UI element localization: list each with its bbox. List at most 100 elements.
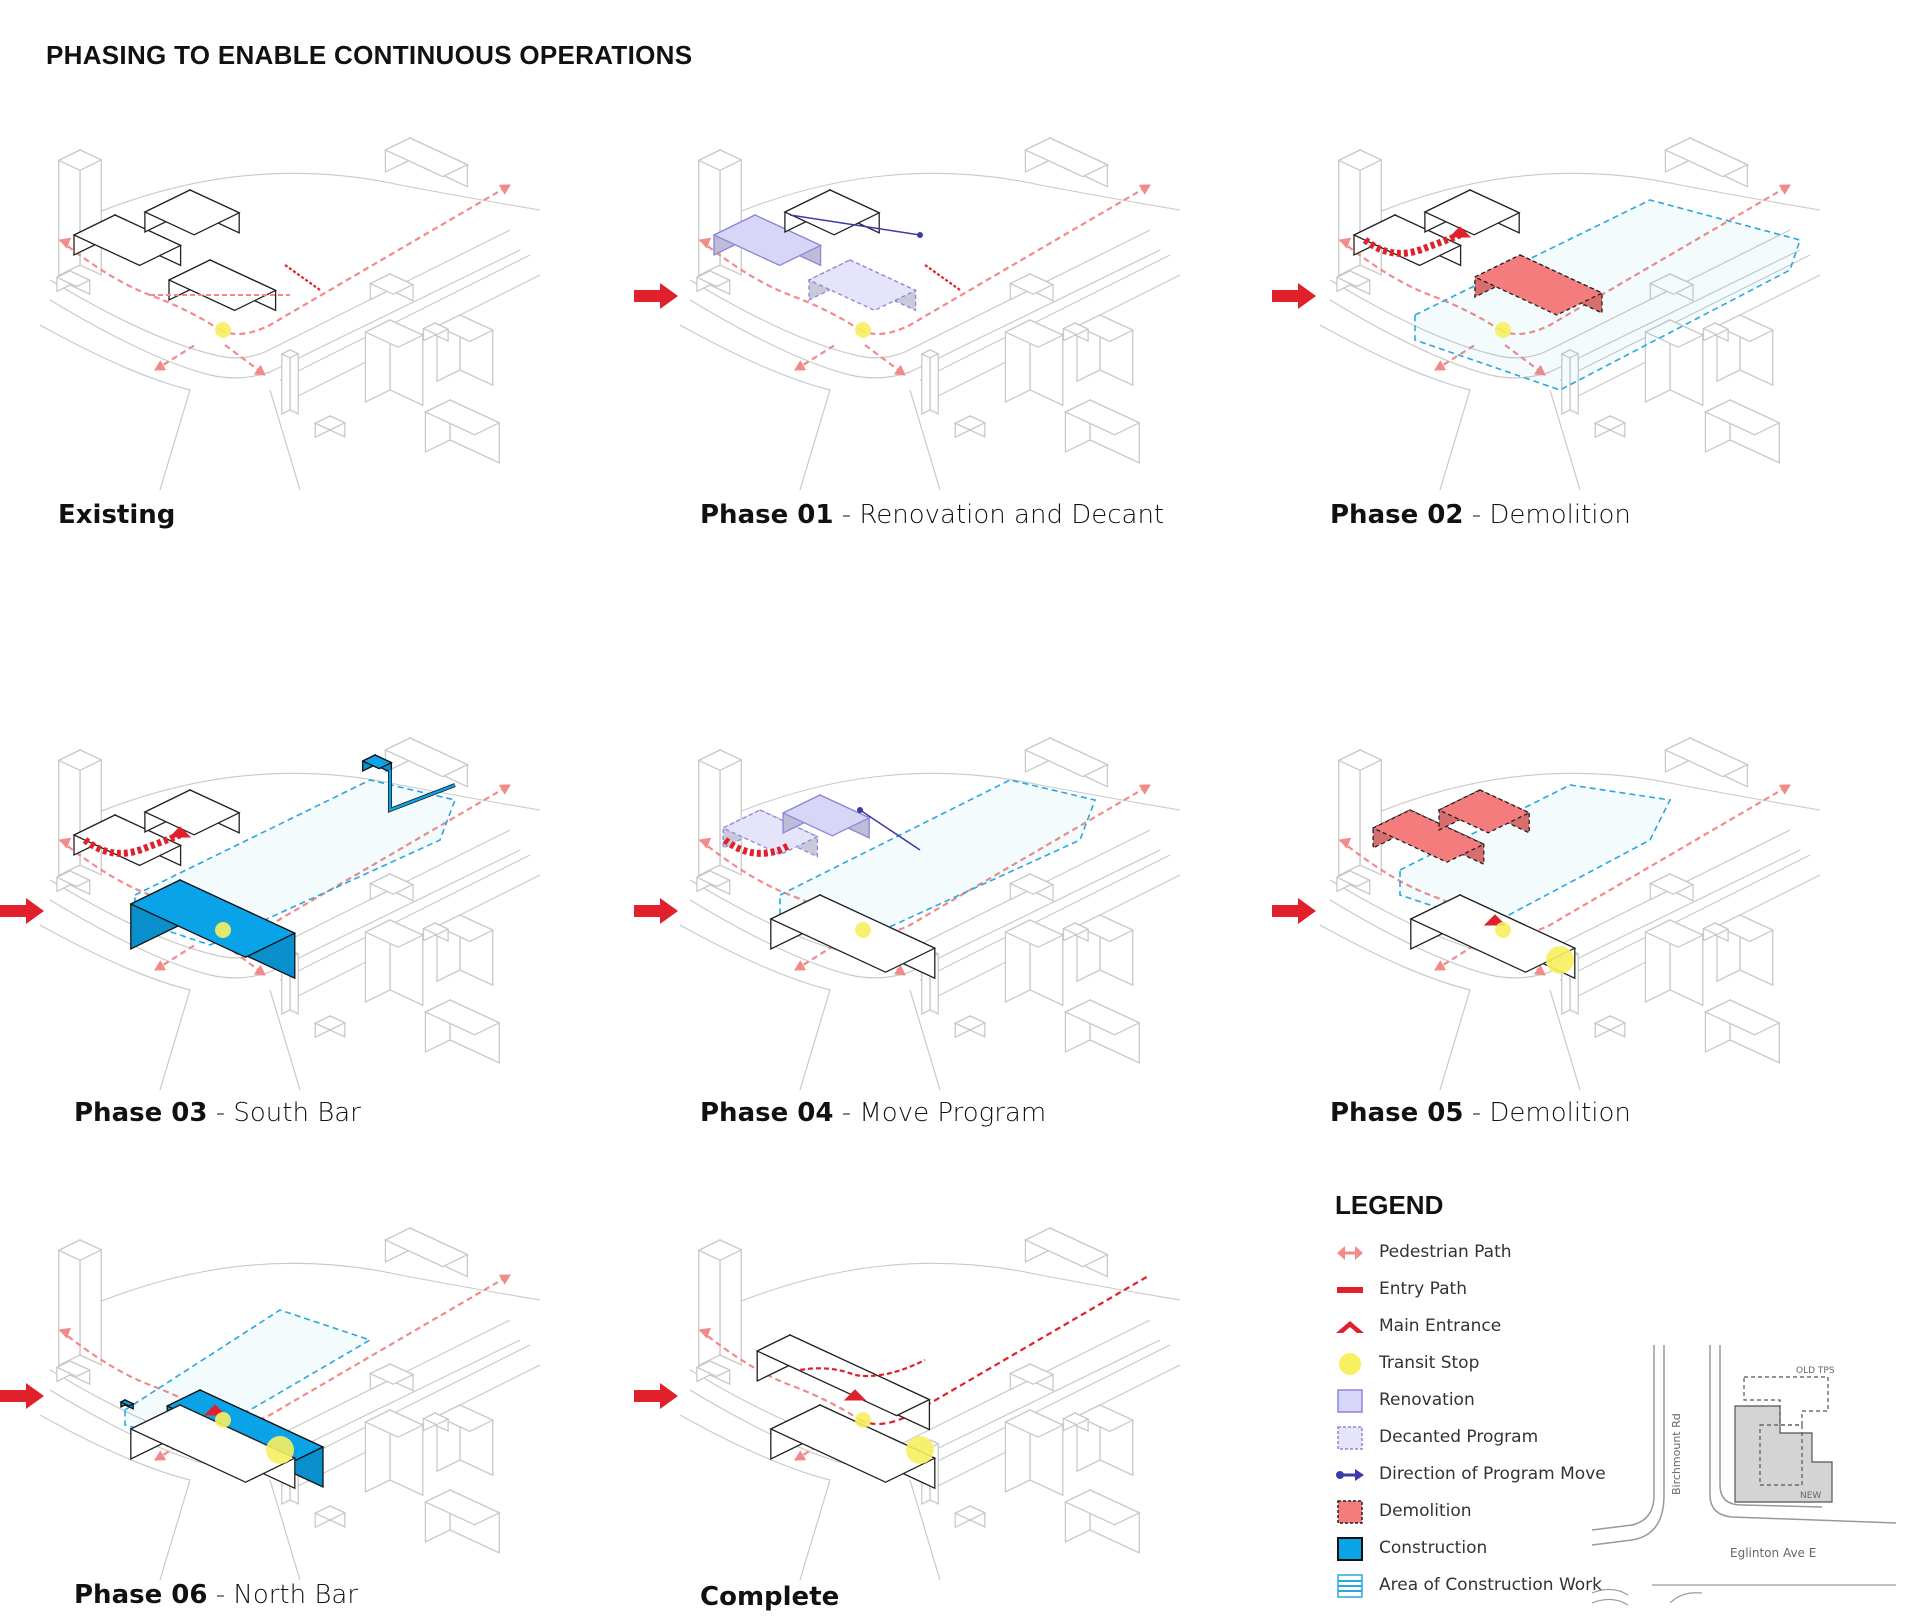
existing-center-roof [1423, 189, 1521, 236]
renovation-block-roof [781, 794, 871, 837]
road-edge [279, 854, 531, 981]
context-block-roof [313, 415, 347, 431]
road-edge [679, 924, 831, 1091]
minimap-road-horizontal: Eglinton Ave E [1730, 1546, 1816, 1560]
context-block-roof [953, 415, 987, 431]
context-block-roof [368, 1363, 415, 1385]
context-block-roof [1003, 919, 1065, 948]
pedestrian-arrow [154, 360, 167, 371]
context-block-roof [1335, 870, 1372, 888]
site-edge [79, 772, 541, 821]
context-block-roof [313, 1015, 347, 1031]
context-block-roof [953, 1015, 987, 1031]
tower-roof [1337, 149, 1383, 172]
pedestrian-path [59, 239, 221, 331]
program-move-dot [857, 807, 863, 813]
context-block-roof [695, 270, 732, 288]
demolition-icon [1337, 1500, 1363, 1524]
construction-trench [388, 770, 456, 812]
road-edge [279, 254, 531, 381]
minimap-old-label: OLD TPS [1796, 1366, 1835, 1376]
construction-icon [1337, 1537, 1363, 1561]
pedestrian-arrow [794, 960, 807, 971]
pedestrian-arrow [1339, 237, 1351, 249]
axonometric-diagram [1319, 136, 1821, 491]
site-edge [79, 1262, 541, 1311]
existing-west-wing-roof [72, 214, 183, 267]
panel-complete [679, 1180, 1250, 1581]
context-block-roof [1643, 319, 1705, 348]
site-key-map: Birchmount Rd Eglinton Ave E OLD TPS NEW [1591, 1345, 1897, 1615]
road-edge [1319, 924, 1471, 1091]
panel-phase-03 [39, 690, 610, 1091]
transit-stop [215, 322, 231, 338]
context-block-roof [1023, 137, 1109, 178]
road-edge [909, 389, 941, 491]
panel-existing [39, 90, 610, 491]
south-bar-roof [769, 1404, 937, 1483]
pylon-side [281, 348, 291, 416]
transit-stop [215, 922, 231, 938]
context-block-roof [1061, 922, 1090, 936]
pedestrian-path [794, 344, 836, 371]
caption-phase-03: Phase 03 - South Bar [74, 1098, 361, 1128]
context-block-roof [383, 137, 469, 178]
tower-roof [1337, 749, 1383, 772]
road-edge [1329, 849, 1801, 979]
entry-path [799, 1359, 926, 1378]
axonometric-diagram [679, 136, 1181, 491]
tower-roof [697, 149, 743, 172]
tower-roof [697, 1239, 743, 1262]
pylon-side [921, 348, 931, 416]
construction-south-bar-roof [129, 879, 297, 958]
program-move-line [789, 214, 921, 236]
pedestrian-path [699, 239, 861, 331]
context-block-roof [695, 1360, 732, 1378]
road-edge [49, 849, 521, 979]
context-block-roof [1075, 914, 1135, 943]
entry-arrow [284, 264, 321, 291]
context-block-roof [1593, 415, 1627, 431]
pedestrian-path [1434, 944, 1476, 971]
road-edge [269, 389, 301, 491]
road-edge [269, 1479, 301, 1581]
axonometric-diagram [1319, 736, 1821, 1091]
context-block-roof [1663, 737, 1749, 778]
sequence-arrow-icon [1272, 283, 1316, 309]
context-block-roof [1075, 1404, 1135, 1433]
entry-path-icon [1337, 1287, 1363, 1293]
existing-west-wing-roof [72, 814, 183, 867]
legend-item-pedestrian-path: Pedestrian Path [1335, 1238, 1625, 1268]
sequence-arrow-icon [634, 283, 678, 309]
decanted-program-icon [1337, 1426, 1363, 1450]
context-block-roof [1701, 922, 1730, 936]
existing-center-roof [783, 189, 881, 236]
road-edge [1559, 254, 1811, 381]
road-edge [49, 229, 511, 359]
north-bar-roof [755, 1334, 931, 1417]
context-block-roof [1648, 273, 1695, 295]
minimap-road-vertical: Birchmount Rd [1670, 1413, 1683, 1495]
road-edge [1549, 989, 1581, 1091]
pylon-roof [280, 349, 300, 359]
road-edge [39, 924, 191, 1091]
pedestrian-arrow [253, 964, 266, 976]
legend-item-transit-stop: Transit Stop [1335, 1349, 1625, 1379]
context-block-roof [1593, 1015, 1627, 1031]
pedestrian-arrow [1533, 364, 1546, 376]
main-entrance [203, 1404, 227, 1416]
site-edge [719, 1262, 1181, 1311]
context-block-roof [953, 1505, 987, 1521]
south-bar-roof [129, 1404, 297, 1483]
renovation-block-roof [712, 214, 823, 267]
axonometric-diagram [679, 736, 1181, 1091]
road-edge [919, 854, 1171, 981]
tower-roof [57, 1239, 103, 1262]
panel-phase-06 [39, 1180, 610, 1581]
context-block-roof [435, 1404, 495, 1433]
pedestrian-arrow [1533, 964, 1546, 976]
pedestrian-arrow [1778, 784, 1791, 795]
pedestrian-arrow [699, 837, 711, 849]
pedestrian-arrow [1138, 784, 1151, 795]
pedestrian-arrow [1434, 960, 1447, 971]
